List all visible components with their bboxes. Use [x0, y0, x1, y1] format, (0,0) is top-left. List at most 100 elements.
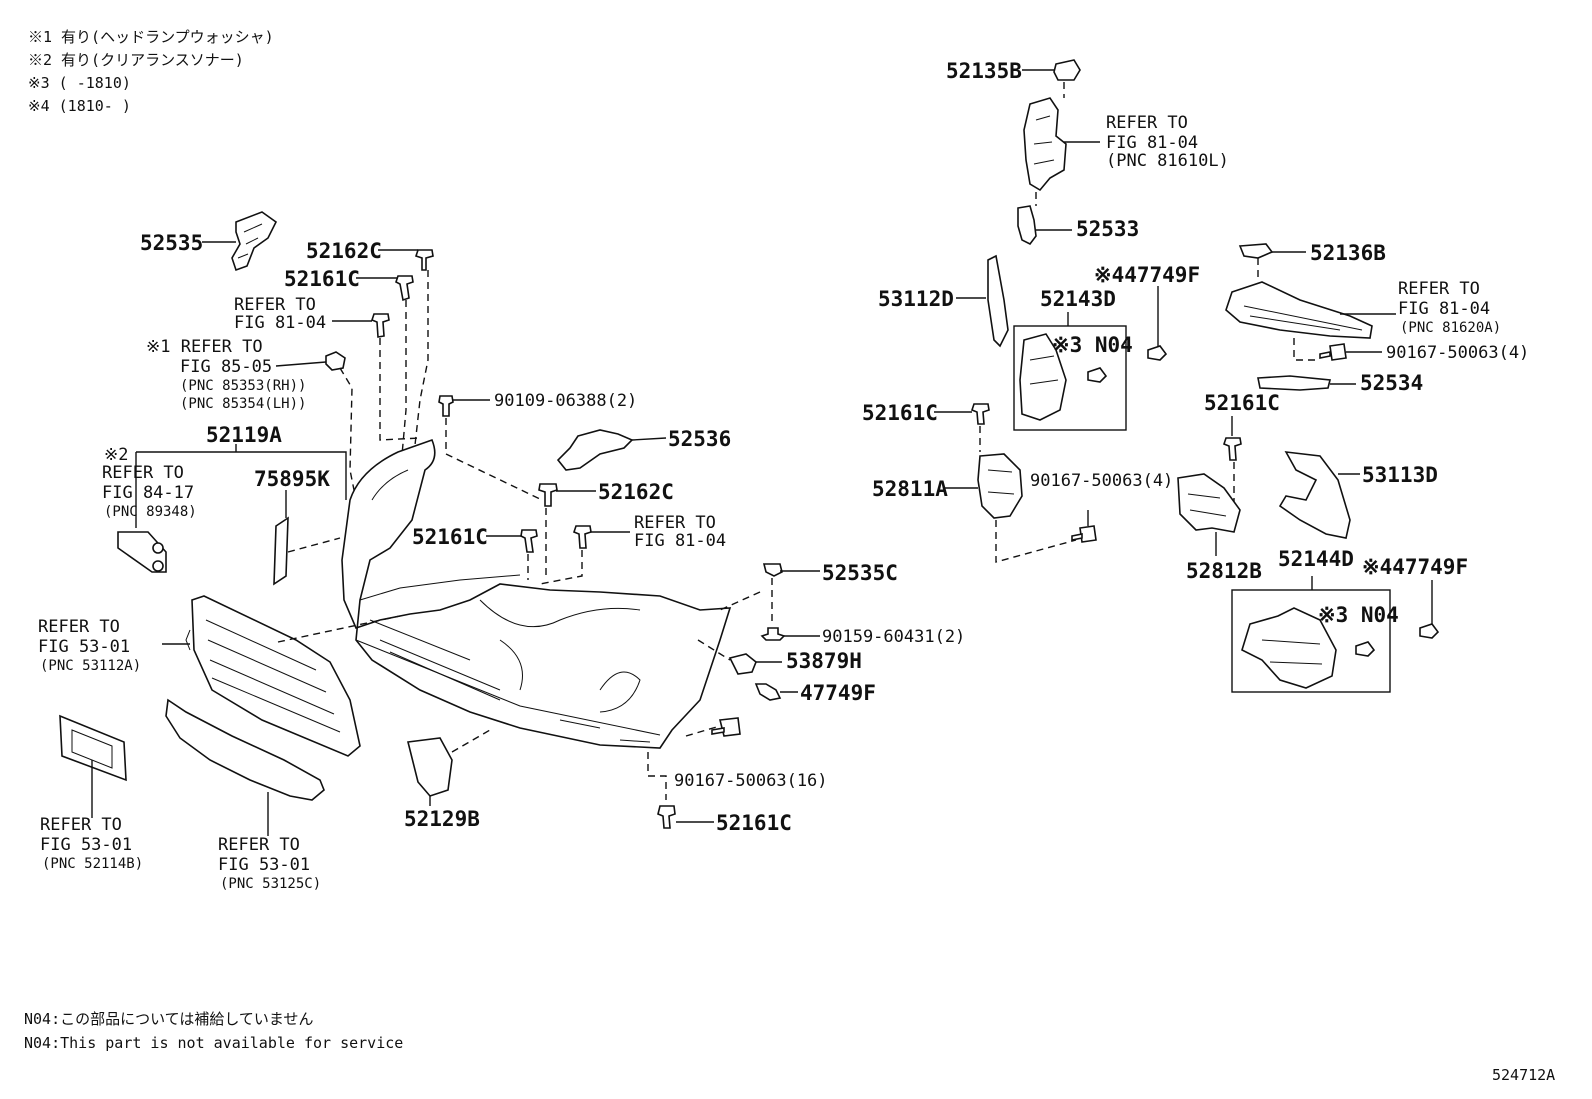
screw-47749F-a[interactable] — [754, 683, 782, 701]
part-52143D-bracket[interactable] — [1019, 333, 1067, 421]
label-52135B: 52135B — [946, 59, 1022, 83]
pnc-85354: (PNC 85354(LH)) — [180, 396, 306, 412]
screw-n04-a[interactable] — [1087, 367, 1108, 383]
tow-hook-cover-52129B[interactable] — [407, 737, 453, 797]
clip-52535C[interactable] — [762, 563, 783, 577]
clip-52161C-a[interactable] — [395, 275, 414, 302]
refer-c-line1: REFER TO — [102, 463, 184, 483]
clip-52161C-d[interactable] — [971, 403, 990, 425]
clip-52162C-b[interactable] — [538, 483, 558, 507]
label-n04-a: ※3 N04 — [1052, 333, 1133, 357]
refer-a-line1: REFER TO — [234, 295, 316, 315]
bracket-52811A[interactable] — [977, 453, 1023, 519]
label-52161C-d: 52161C — [862, 401, 938, 425]
label-90159: 90159-60431(2) — [822, 627, 965, 647]
screw-n04-b[interactable] — [1355, 641, 1376, 657]
clip-52161C-c[interactable] — [657, 805, 676, 829]
clip-52162C-a[interactable] — [414, 249, 434, 271]
label-52535: 52535 — [140, 231, 203, 255]
label-90167-4a: 90167-50063(4) — [1386, 343, 1529, 363]
label-52162C-a: 52162C — [306, 239, 382, 263]
diagram-id: 524712A — [1492, 1066, 1555, 1084]
label-52536: 52536 — [668, 427, 731, 451]
part-53112D-garnish[interactable] — [987, 254, 1009, 348]
part-52533-bracket[interactable] — [1017, 205, 1037, 246]
bolt-90167-50063-4b[interactable] — [1071, 525, 1097, 543]
refer-b-line1: ※1 REFER TO — [146, 337, 263, 357]
label-52534: 52534 — [1360, 371, 1423, 395]
washer-cap-85-05[interactable] — [325, 351, 346, 371]
label-47749F-a: 47749F — [800, 681, 876, 705]
note-1: ※1 有り(ヘッドランプウォッシャ) — [28, 28, 274, 46]
note-2: ※2 有り(クリアランスソナー) — [28, 51, 244, 69]
label-53113D: 53113D — [1362, 463, 1438, 487]
clip-52136B[interactable] — [1238, 243, 1274, 259]
refer-e-line1: REFER TO — [38, 617, 120, 637]
headlamp-bracket-81610L[interactable] — [1023, 97, 1067, 192]
label-90167-4b: 90167-50063(4) — [1030, 471, 1173, 491]
label-52161C-b: 52161C — [412, 525, 488, 549]
bolt-90109-06388[interactable] — [438, 395, 454, 417]
bracket-52812B[interactable] — [1177, 473, 1241, 533]
clip-refer-81-04-a[interactable] — [371, 313, 390, 338]
refer-h-line2: FIG 81-04 — [1106, 133, 1198, 153]
clip-52161C-b[interactable] — [520, 529, 538, 553]
refer-h-line1: REFER TO — [1106, 113, 1188, 133]
label-47749F-c: ※447749F — [1362, 555, 1468, 579]
screw-47749F-c[interactable] — [1419, 623, 1440, 639]
label-52161C-a: 52161C — [284, 267, 360, 291]
label-52144D: 52144D — [1278, 547, 1354, 571]
part-52536-bracket[interactable] — [556, 429, 634, 471]
front-bumper-cover[interactable] — [341, 438, 732, 749]
label-53112D: 53112D — [878, 287, 954, 311]
clip-refer-81-04-d[interactable] — [573, 525, 592, 549]
label-52136B: 52136B — [1310, 241, 1386, 265]
refer-a-line2: FIG 81-04 — [234, 313, 326, 333]
refer-b-line2: FIG 85-05 — [180, 357, 272, 377]
label-53879H: 53879H — [786, 649, 862, 673]
box-52143D — [1013, 325, 1127, 431]
refer-i-line2: FIG 81-04 — [1398, 299, 1490, 319]
clip-52135B[interactable] — [1053, 59, 1081, 81]
bolt-90167-50063-16[interactable] — [711, 717, 741, 737]
label-90109: 90109-06388(2) — [494, 391, 637, 411]
refer-f-line1: REFER TO — [40, 815, 122, 835]
label-n04-b: ※3 N04 — [1318, 603, 1399, 627]
label-52533: 52533 — [1076, 217, 1139, 241]
refer-g-line2: FIG 53-01 — [218, 855, 310, 875]
part-75895K-strip[interactable] — [273, 516, 289, 586]
refer-d-line1: REFER TO — [634, 513, 716, 533]
refer-e-line2: FIG 53-01 — [38, 637, 130, 657]
box-52144D — [1231, 589, 1391, 693]
pnc-81620A: (PNC 81620A) — [1400, 320, 1501, 336]
label-52811A: 52811A — [872, 477, 948, 501]
bracket-53879H[interactable] — [728, 653, 757, 675]
pnc-81610L: (PNC 81610L) — [1106, 151, 1229, 171]
label-47749F-b: ※447749F — [1094, 263, 1200, 287]
pnc-52114B: (PNC 52114B) — [42, 856, 143, 872]
pnc-53112A: (PNC 53112A) — [40, 658, 141, 674]
grille-53112A[interactable] — [185, 595, 361, 757]
license-plate-bracket-52114B[interactable] — [59, 714, 127, 782]
bolt-90167-50063-4a[interactable] — [1319, 343, 1347, 361]
screw-90159-60431[interactable] — [760, 627, 786, 641]
label-52161C-e: 52161C — [1204, 391, 1280, 415]
refer-g-line1: REFER TO — [218, 835, 300, 855]
part-52534-bracket[interactable] — [1257, 375, 1332, 391]
label-52162C-b: 52162C — [598, 480, 674, 504]
pnc-89348: (PNC 89348) — [104, 504, 197, 520]
label-90167-16: 90167-50063(16) — [674, 771, 828, 791]
pnc-53125C: (PNC 53125C) — [220, 876, 321, 892]
part-53113D-garnish[interactable] — [1278, 451, 1351, 539]
label-52129B: 52129B — [404, 807, 480, 831]
part-52535-bracket[interactable] — [231, 211, 278, 272]
clip-52161C-e[interactable] — [1223, 437, 1242, 461]
headlamp-bracket-81620A[interactable] — [1225, 281, 1373, 339]
footer-note-jp: N04:この部品については補給していません — [24, 1010, 313, 1028]
screw-47749F-b[interactable] — [1147, 345, 1168, 361]
part-52144D-bracket[interactable] — [1241, 607, 1337, 689]
lower-garnish-53125C[interactable] — [165, 698, 325, 801]
label-52161C-c: 52161C — [716, 811, 792, 835]
note-4: ※4 (1810- ) — [28, 97, 131, 115]
